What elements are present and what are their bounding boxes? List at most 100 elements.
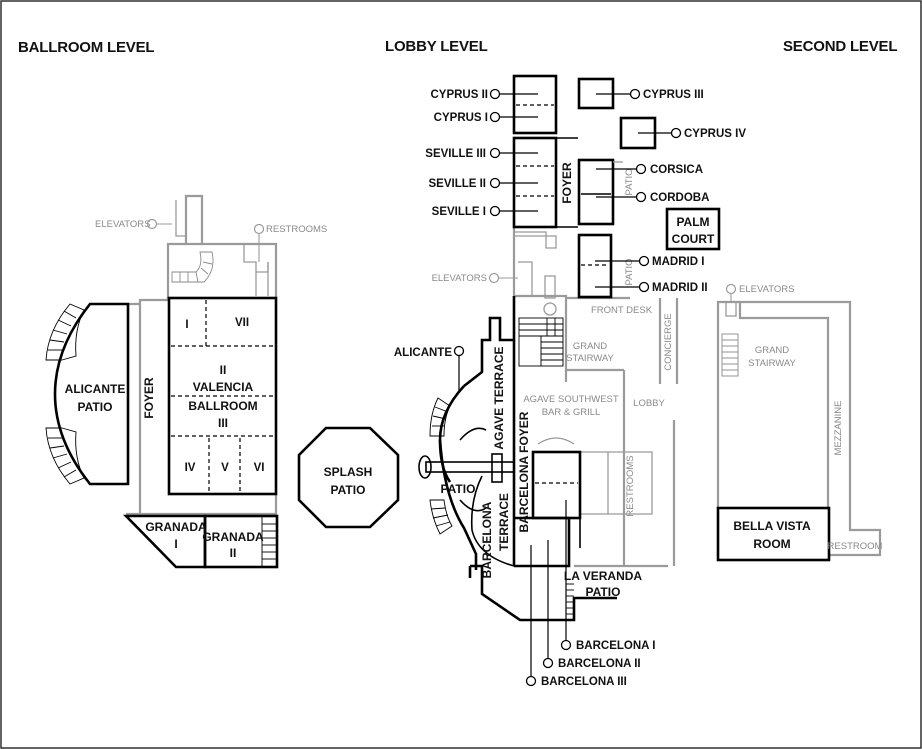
lobby-foyer-label: FOYER bbox=[560, 162, 574, 204]
valencia-label-ii: II bbox=[220, 363, 227, 377]
alicante-label: ALICANTE bbox=[394, 347, 452, 359]
seville-iii-label: SEVILLE III bbox=[425, 148, 486, 160]
madrid-ii-pin-icon bbox=[638, 281, 650, 293]
mezzanine-label: MEZZANINE bbox=[833, 401, 844, 456]
valencia-room-vi-label: VI bbox=[254, 462, 265, 474]
second-mezzanine-wall bbox=[738, 302, 830, 509]
second-elevators-pin-icon bbox=[725, 283, 737, 295]
barcelona-terrace-label-1: BARCELONA bbox=[480, 501, 494, 578]
madrid-patio-label: PATIO bbox=[624, 258, 635, 285]
la-veranda-label-1: LA VERANDA bbox=[564, 569, 643, 583]
elevators-pin-icon bbox=[146, 218, 158, 230]
madrid-i-label: MADRID I bbox=[652, 256, 704, 268]
cyprus-i-pin-icon bbox=[489, 111, 501, 123]
ballroom-outline-top bbox=[202, 242, 278, 298]
barcelona-i-label: BARCELONA I bbox=[576, 640, 655, 652]
alicante-pin-icon bbox=[453, 345, 465, 357]
cyprus-ii-pin-icon bbox=[489, 88, 501, 100]
barcelona-i-room[interactable] bbox=[531, 450, 582, 520]
corsica-cordoba-rooms[interactable] bbox=[577, 158, 615, 226]
lobby-patio-label: PATIO bbox=[441, 482, 476, 496]
lobby-grand-stairway-label-2: STAIRWAY bbox=[566, 353, 614, 364]
bella-vista-room[interactable] bbox=[716, 506, 831, 562]
splash-patio-octagon[interactable] bbox=[297, 426, 400, 529]
cyprus-iii-pin-icon bbox=[629, 88, 641, 100]
second-restroom-label: RESTROOM bbox=[828, 541, 883, 552]
seville-ii-label: SEVILLE II bbox=[428, 178, 486, 190]
ballroom-restrooms-label: RESTROOMS bbox=[266, 224, 327, 235]
ballroom-stair bbox=[171, 251, 214, 283]
madrid-rooms[interactable] bbox=[577, 233, 613, 299]
madrid-ii-label: MADRID II bbox=[652, 282, 708, 294]
cordoba-pin-icon bbox=[635, 191, 647, 203]
terrace-stair-top bbox=[429, 397, 451, 437]
second-level-plan: ELEVATORS GRAND STAIRWAY MEZZANINE BELLA… bbox=[716, 283, 883, 562]
bella-vista-label-1: BELLA VISTA bbox=[733, 519, 811, 533]
barcelona-terrace-label-2: TERRACE bbox=[497, 493, 511, 551]
seville-i-label: SEVILLE I bbox=[432, 206, 486, 218]
granada-stair bbox=[261, 516, 277, 567]
valencia-room-vii-label: VII bbox=[235, 317, 249, 329]
second-grand-stairway-label-1: GRAND bbox=[755, 345, 789, 356]
barcelona-ii-iii-rooms[interactable] bbox=[514, 516, 571, 568]
barcelona-iii-label: BARCELONA III bbox=[541, 676, 627, 688]
cyprus-iii-label: CYPRUS III bbox=[643, 89, 704, 101]
cyprus-iv-pin-icon bbox=[670, 127, 682, 139]
lobby-outline-core bbox=[512, 218, 568, 382]
madrid-i-pin-icon bbox=[638, 255, 650, 267]
front-desk-label: FRONT DESK bbox=[591, 305, 653, 316]
valencia-ballroom[interactable] bbox=[167, 296, 278, 496]
palm-court-label-2: COURT bbox=[672, 232, 715, 246]
lobby-grand-stair bbox=[518, 317, 564, 367]
alicante-patio-room[interactable] bbox=[53, 302, 130, 486]
lobby-restrooms-box bbox=[580, 451, 653, 515]
granada-i-label-1: GRANADA bbox=[145, 520, 207, 534]
granada-i-label-2: I bbox=[174, 537, 177, 551]
palm-court-room[interactable] bbox=[665, 207, 721, 251]
alicante-patio-label-2: PATIO bbox=[78, 400, 113, 414]
corsica-label: CORSICA bbox=[650, 164, 703, 176]
granada-ii-label-2: II bbox=[230, 546, 237, 560]
corsica-pin-icon bbox=[635, 163, 647, 175]
lobby-level-plan: CYPRUS II CYPRUS I CYPRUS III CYPRUS IV … bbox=[394, 74, 746, 688]
ballroom-foyer-label: FOYER bbox=[142, 377, 156, 419]
cyprus-ii-label: CYPRUS II bbox=[430, 89, 488, 101]
lobby-elevators-pin-icon bbox=[488, 272, 500, 284]
palm-court-label-1: PALM bbox=[676, 215, 709, 229]
ballroom-restroom-stub bbox=[243, 244, 269, 273]
lobby-elevators-label: ELEVATORS bbox=[432, 273, 487, 284]
valencia-label-iii: III bbox=[218, 416, 228, 430]
terrace-stair-bottom bbox=[429, 499, 453, 535]
valencia-room-v-label: V bbox=[221, 462, 229, 474]
la-veranda-patio[interactable] bbox=[470, 564, 617, 622]
agave-terrace-wall bbox=[463, 296, 516, 388]
lobby-grand-stairway-label-1: GRAND bbox=[573, 341, 607, 352]
barcelona-ii-pin-icon bbox=[542, 657, 554, 669]
cyprus-i-ii-room[interactable] bbox=[512, 74, 558, 135]
agave-southwest-label-2: BAR & GRILL bbox=[542, 407, 601, 418]
valencia-label-ballroom: BALLROOM bbox=[188, 399, 257, 413]
alicante-patio-label-1: ALICANTE bbox=[65, 382, 126, 396]
barcelona-iii-pin-icon bbox=[525, 675, 537, 687]
ballroom-level-title: BALLROOM LEVEL bbox=[18, 39, 154, 56]
barcelona-ii-label: BARCELONA II bbox=[558, 658, 641, 670]
splash-patio[interactable]: SPLASH PATIO bbox=[297, 426, 400, 529]
valencia-room-iv-label: IV bbox=[185, 462, 196, 474]
seville-ii-pin-icon bbox=[489, 177, 501, 189]
granada-ii-room[interactable] bbox=[203, 514, 279, 569]
bella-vista-label-2: ROOM bbox=[753, 537, 790, 551]
ballroom-elevators-label: ELEVATORS bbox=[95, 219, 150, 230]
agave-terrace-label: AGAVE TERRACE bbox=[492, 346, 506, 449]
ballroom-outline-bottom bbox=[126, 494, 278, 516]
restrooms-pin-icon bbox=[253, 223, 265, 235]
second-outline bbox=[716, 300, 882, 557]
barcelona-i-pin-icon bbox=[560, 639, 572, 651]
lobby-level-title: LOBBY LEVEL bbox=[385, 38, 488, 55]
lobby-restrooms-label: RESTROOMS bbox=[625, 455, 636, 516]
cyprus-i-label: CYPRUS I bbox=[434, 112, 488, 124]
ballroom-level-plan: ELEVATORS RESTROOMS ALICANTE PATIO FOYER bbox=[45, 194, 327, 569]
splash-patio-label-1: SPLASH bbox=[324, 465, 373, 479]
alicante-patio-stair-top bbox=[45, 303, 85, 361]
granada-ii-label-1: GRANADA bbox=[202, 530, 264, 544]
